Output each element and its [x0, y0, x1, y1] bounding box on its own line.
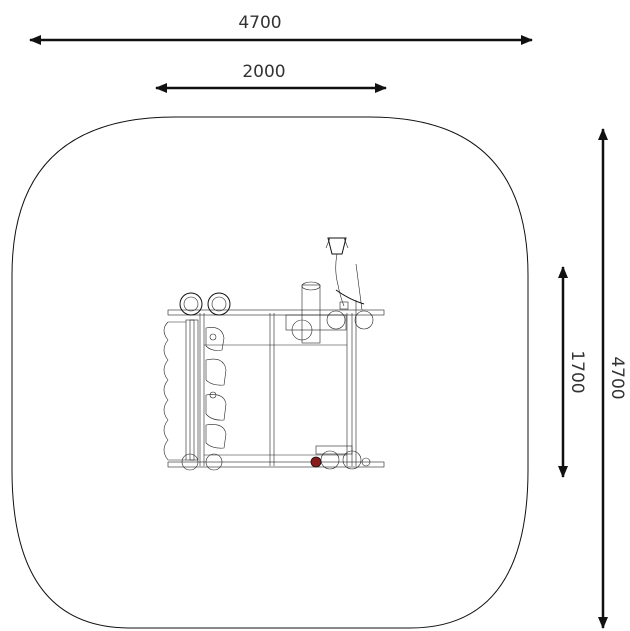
top-deck-rail [167, 309, 385, 316]
tube-pole-top [301, 281, 321, 291]
overall-width-label: 4700 [238, 13, 281, 33]
chute-arm [335, 289, 365, 305]
seat-4 [205, 424, 227, 449]
dimension-structure-width: 2000 [155, 62, 387, 93]
wheel-top-left-2-hub [211, 296, 227, 312]
structure-width-label: 2000 [242, 62, 285, 82]
roller-top-right-2 [354, 310, 374, 330]
chain-clamp [339, 301, 349, 310]
platform-block [285, 314, 347, 331]
overall-depth-label: 4700 [607, 356, 627, 399]
seat-2 [205, 358, 227, 386]
bucket-chain [335, 253, 345, 307]
safety-zone-outline [11, 116, 529, 629]
structure-depth-label: 1700 [567, 350, 587, 393]
dimension-structure-depth: 1700 [558, 266, 587, 478]
seat-backboard-inner [189, 319, 195, 461]
wheel-bottom-left-1 [181, 453, 199, 471]
roller-mid-left [291, 319, 313, 341]
tube-pole [301, 284, 321, 344]
bucket-handle-left [325, 237, 331, 249]
bucket-handle-right [343, 237, 349, 249]
bolt-bottom-right [361, 457, 371, 467]
support-strut [355, 263, 363, 311]
wavy-climbing-wall [163, 321, 169, 461]
seat-1 [205, 327, 225, 351]
wheel-top-left-1-hub [183, 296, 199, 312]
bottom-step [315, 445, 353, 455]
bottom-deck-rail [167, 461, 385, 468]
wheel-top-left-2 [207, 292, 231, 316]
seat-1-knob [209, 333, 217, 341]
bucket-assembly [325, 237, 365, 311]
wheel-bottom-left-2 [205, 453, 223, 471]
seat-3 [205, 394, 227, 421]
red-marker-icon [310, 456, 322, 468]
seat-3-knob [209, 391, 217, 399]
dimension-overall-width: 4700 [29, 13, 533, 45]
bucket-icon [327, 237, 347, 255]
wheel-top-left-1 [179, 292, 203, 316]
seat-backboard [185, 319, 199, 461]
roller-top-right-1 [326, 310, 346, 330]
dimension-overall-depth: 4700 [598, 128, 627, 629]
seat-column [185, 319, 227, 461]
play-structure [163, 237, 385, 471]
